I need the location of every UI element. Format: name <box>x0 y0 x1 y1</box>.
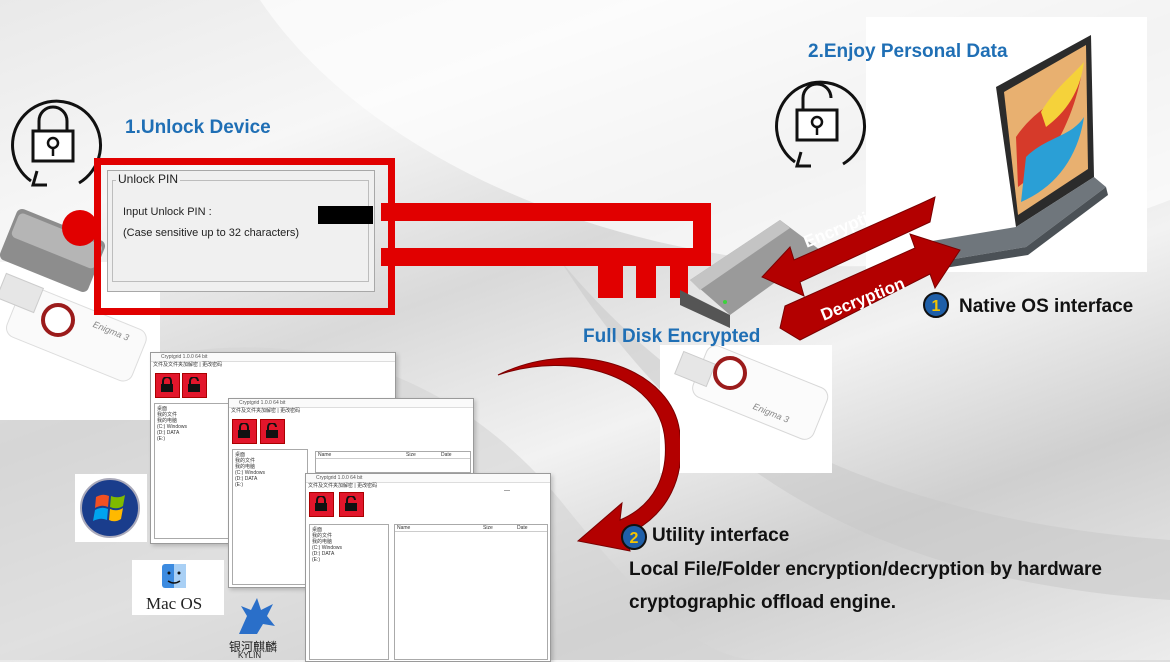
unlock-icon <box>188 377 200 392</box>
lock-icon <box>315 496 327 511</box>
tree-item[interactable]: 我的电脑 <box>312 539 333 545</box>
lock-button[interactable] <box>155 373 180 398</box>
macos-face-icon <box>162 564 186 588</box>
usb-drive-right-white <box>674 345 829 440</box>
tree-item[interactable]: (E:) <box>157 436 166 442</box>
tree-item[interactable]: (D:) DATA <box>312 551 335 557</box>
macos-label: Mac OS <box>146 594 203 613</box>
kylin-logo-icon <box>239 598 275 634</box>
unlock-cycle-icon <box>11 99 103 187</box>
unlock-pin-group <box>112 180 369 282</box>
utility-desc-line1: Local File/Folder encryption/decryption … <box>629 559 1102 580</box>
pin-input-field[interactable] <box>318 206 373 224</box>
key-head-frame <box>94 158 395 315</box>
utility-number-badge: 2 <box>621 524 647 550</box>
kylin-cn-label: 银河麒麟 <box>229 640 278 654</box>
col-size[interactable]: Size <box>483 525 493 531</box>
native-number-badge: 1 <box>923 292 949 318</box>
native-os-label: Native OS interface <box>959 296 1134 317</box>
tree-item[interactable]: (E:) <box>312 557 321 563</box>
minimize-button[interactable]: — <box>504 488 510 494</box>
unlock-device-title: 1.Unlock Device <box>125 117 271 138</box>
col-size[interactable]: Size <box>406 452 416 458</box>
folder-tree[interactable]: 桌面 我的文件 我的电脑 (C:) Windows (D:) DATA (E:) <box>154 403 230 539</box>
tree-item[interactable]: 我的电脑 <box>235 464 256 470</box>
tab-encrypt[interactable]: 文件及文件夹加解密 <box>231 408 277 414</box>
unlock-button[interactable] <box>339 492 364 517</box>
unlock-button[interactable] <box>182 373 207 398</box>
tree-item[interactable]: (C:) Windows <box>312 545 343 551</box>
file-list[interactable]: Name Size Date <box>394 524 548 660</box>
kylin-en-label: KYLIN <box>238 651 262 660</box>
enjoy-cycle-icon <box>775 80 867 168</box>
pin-hint-text: (Case sensitive up to 32 characters) <box>123 227 300 239</box>
tree-item[interactable]: (D:) DATA <box>157 430 180 436</box>
window-title: Cryptgrid 1.0.0 64 bit <box>306 474 550 483</box>
window-title: Cryptgrid 1.0.0 64 bit <box>151 353 395 362</box>
usb-drive-right-grey <box>680 220 820 328</box>
file-list[interactable]: Name Size Date <box>315 451 471 473</box>
windows-logo-icon <box>80 478 140 538</box>
tree-item[interactable]: 桌面 <box>312 527 323 533</box>
tree-item[interactable]: (D:) DATA <box>235 476 258 482</box>
enjoy-data-title: 2.Enjoy Personal Data <box>808 41 1008 62</box>
tree-item[interactable]: 我的文件 <box>312 533 333 539</box>
usb-drive-left <box>0 208 147 382</box>
lock-button[interactable] <box>232 419 257 444</box>
lock-icon <box>161 377 173 392</box>
tree-item[interactable]: 我的文件 <box>235 458 256 464</box>
full-disk-label: Full Disk Encrypted <box>583 326 761 347</box>
utility-curved-arrow <box>497 357 680 552</box>
unlock-icon <box>345 496 357 511</box>
folder-tree[interactable]: 桌面 我的文件 我的电脑 (C:) Windows (D:) DATA (E:) <box>309 524 389 660</box>
tree-item[interactable]: 我的文件 <box>157 412 178 418</box>
unlock-pin-legend: Unlock PIN <box>116 172 181 186</box>
tree-item[interactable]: 我的电脑 <box>157 418 178 424</box>
lock-button[interactable] <box>309 492 334 517</box>
window-title: Cryptgrid 1.0.0 64 bit <box>229 399 473 408</box>
tree-item[interactable]: (E:) <box>235 482 244 488</box>
pin-input-label: Input Unlock PIN : <box>123 206 212 218</box>
folder-tree[interactable]: 桌面 我的文件 我的电脑 (C:) Windows (D:) DATA (E:) <box>232 449 308 585</box>
tab-change-password[interactable]: 更改密码 <box>280 408 301 414</box>
encryption-arrow <box>761 196 936 297</box>
tab-change-password[interactable]: 更改密码 <box>202 362 223 368</box>
lock-icon <box>238 423 250 438</box>
col-name[interactable]: Name <box>318 452 332 458</box>
col-name[interactable]: Name <box>397 525 411 531</box>
decryption-arrow <box>779 233 961 341</box>
tree-item[interactable]: (C:) Windows <box>235 470 266 476</box>
unlock-pin-dialog <box>107 170 375 292</box>
utility-label: Utility interface <box>652 525 790 546</box>
col-date[interactable]: Date <box>441 452 452 458</box>
utility-desc-line2: cryptographic offload engine. <box>629 592 897 613</box>
tab-change-password[interactable]: 更改密码 <box>357 483 378 489</box>
unlock-button[interactable] <box>260 419 285 444</box>
tree-item[interactable]: (C:) Windows <box>157 424 188 430</box>
col-date[interactable]: Date <box>517 525 528 531</box>
tree-item[interactable]: 桌面 <box>157 406 168 412</box>
unlock-icon <box>266 423 278 438</box>
tree-item[interactable]: 桌面 <box>235 452 246 458</box>
utility-window-3: Cryptgrid 1.0.0 64 bit 文件及文件夹加解密 | 更改密码 … <box>305 473 551 662</box>
tab-encrypt[interactable]: 文件及文件夹加解密 <box>153 362 199 368</box>
tab-encrypt[interactable]: 文件及文件夹加解密 <box>308 483 354 489</box>
